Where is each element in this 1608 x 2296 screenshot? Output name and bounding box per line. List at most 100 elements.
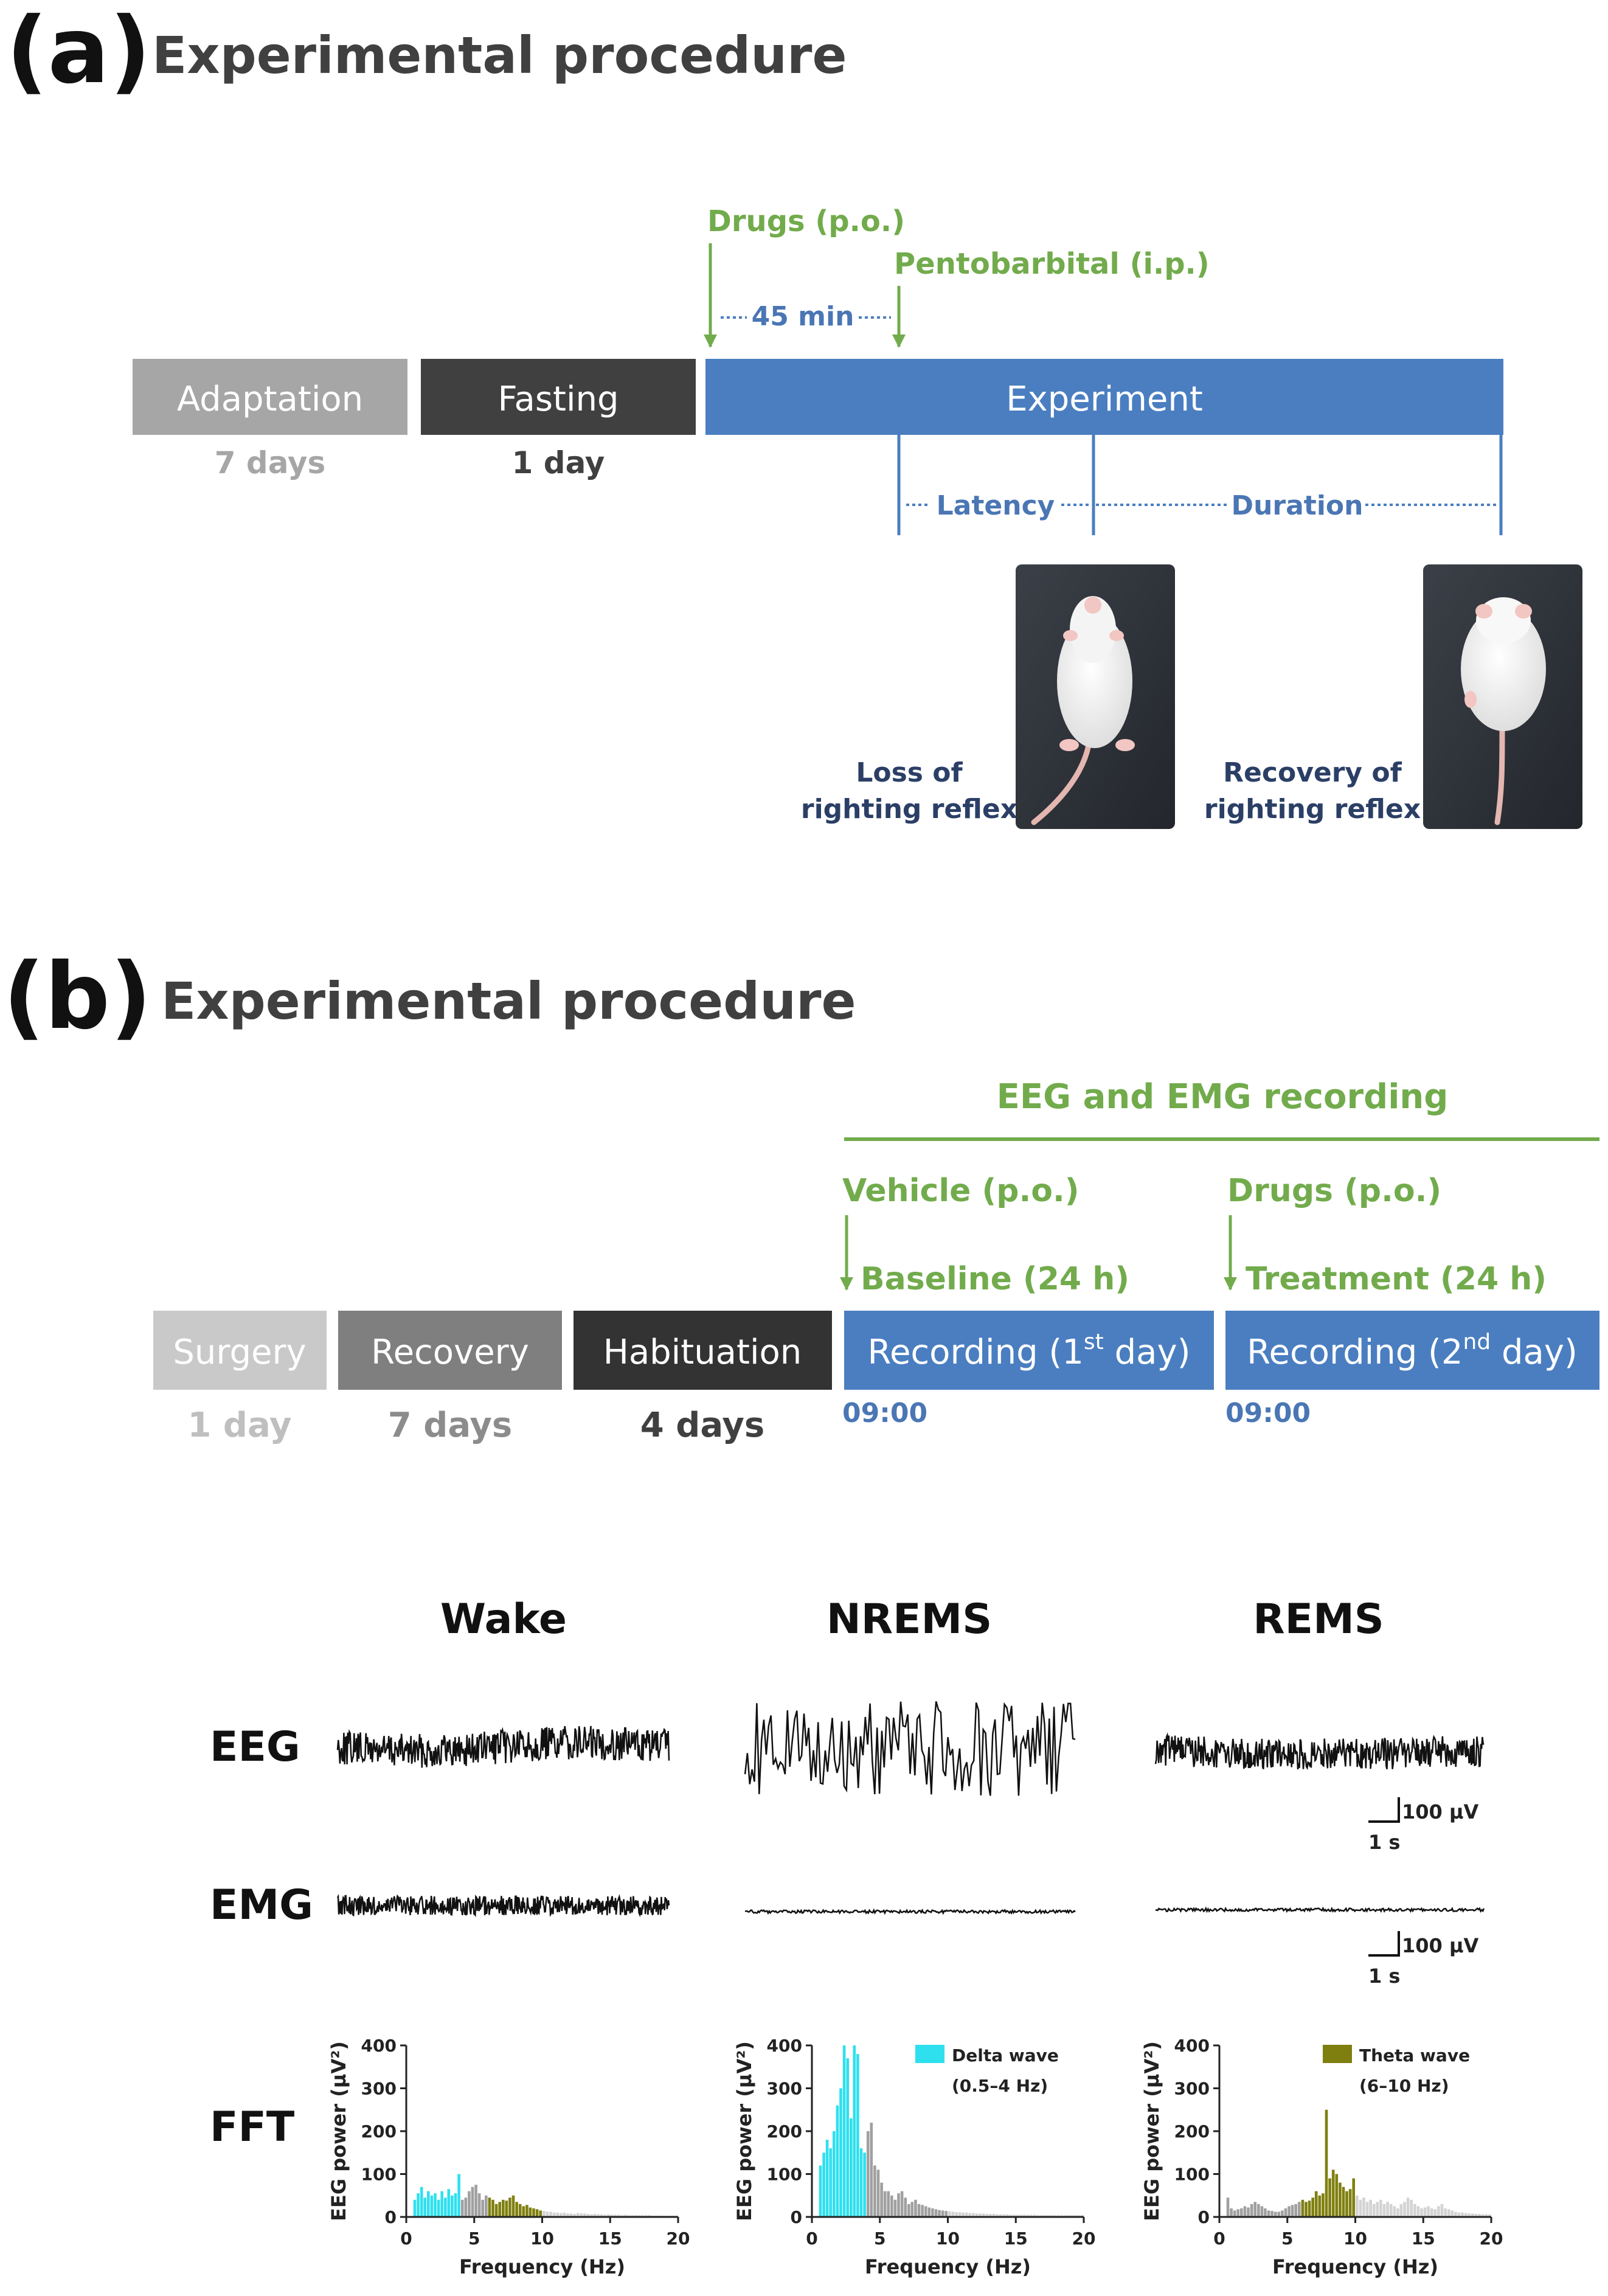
fft-bar bbox=[1019, 2214, 1022, 2217]
fft-bar bbox=[603, 2214, 607, 2217]
y-tick-label: 100 bbox=[361, 2165, 397, 2185]
fft-bar bbox=[982, 2213, 985, 2217]
eeg-traces bbox=[336, 1701, 1485, 1796]
mouse-prone-photo bbox=[1423, 564, 1582, 829]
emg-scale-time: 1 s bbox=[1368, 1965, 1400, 1988]
row-label-eeg: EEG bbox=[210, 1723, 300, 1771]
fft-bar bbox=[914, 2199, 917, 2217]
fft-bar bbox=[528, 2207, 532, 2217]
fft-bar bbox=[573, 2214, 576, 2217]
x-tick-label: 10 bbox=[1343, 2228, 1367, 2249]
fft-bar bbox=[1294, 2204, 1297, 2217]
fft-bar bbox=[1033, 2214, 1036, 2217]
fft-bar bbox=[522, 2206, 525, 2217]
y-tick-label: 300 bbox=[1174, 2079, 1210, 2099]
panel-b: (b) Experimental procedure EEG and EMG r… bbox=[3, 944, 1599, 2278]
x-axis-label: Frequency (Hz) bbox=[865, 2255, 1031, 2278]
fft-bar bbox=[917, 2204, 921, 2217]
fft-bar bbox=[1457, 2212, 1461, 2217]
fft-bar bbox=[1233, 2210, 1236, 2217]
fft-bar bbox=[1013, 2214, 1016, 2217]
treatment-label: Treatment (24 h) bbox=[1246, 1261, 1547, 1297]
surgery-box bbox=[153, 1311, 327, 1390]
fft-bar bbox=[853, 2045, 856, 2217]
y-axis-label: EEG power (μV²) bbox=[1140, 2041, 1163, 2221]
recording-day2-sup: nd bbox=[1463, 1330, 1491, 1354]
legend-sublabel: (6–10 Hz) bbox=[1359, 2076, 1449, 2096]
duration-label: Duration bbox=[1232, 490, 1364, 521]
panel-b-letter: (b) bbox=[3, 944, 151, 1050]
fft-bar bbox=[996, 2214, 999, 2217]
x-axis-label: Frequency (Hz) bbox=[459, 2255, 625, 2278]
fft-bar bbox=[979, 2213, 982, 2217]
fft-bar bbox=[1308, 2201, 1311, 2217]
drugs-label: Drugs (p.o.) bbox=[707, 204, 905, 238]
fft-bar bbox=[1318, 2195, 1322, 2218]
eeg-trace-rems bbox=[1154, 1732, 1485, 1771]
latency-label: Latency bbox=[937, 490, 1055, 521]
emg-scale-bar: 100 μV 1 s bbox=[1368, 1931, 1478, 1988]
fft-bar bbox=[985, 2214, 989, 2217]
fft-bar bbox=[1420, 2208, 1423, 2217]
fft-bar bbox=[477, 2193, 481, 2217]
fft-bar bbox=[434, 2193, 437, 2217]
x-tick-label: 20 bbox=[1072, 2228, 1096, 2249]
fft-bar bbox=[1461, 2212, 1464, 2217]
fft-bar bbox=[427, 2191, 430, 2217]
fft-bar bbox=[420, 2187, 423, 2217]
fft-bar bbox=[474, 2185, 477, 2217]
fft-bar bbox=[1450, 2210, 1454, 2217]
svg-text:Recording (2nd day): Recording (2nd day) bbox=[1247, 1330, 1578, 1372]
fft-bar bbox=[944, 2211, 948, 2217]
fft-bar bbox=[511, 2195, 515, 2218]
y-tick-label: 200 bbox=[361, 2121, 397, 2142]
fft-bar bbox=[1481, 2214, 1485, 2217]
fft-bar bbox=[1444, 2208, 1447, 2217]
fft-bar bbox=[508, 2197, 511, 2217]
fft-bar bbox=[566, 2213, 569, 2217]
fft-bar bbox=[1331, 2169, 1335, 2217]
fft-bar bbox=[481, 2199, 484, 2217]
fft-bar bbox=[556, 2212, 559, 2217]
experiment-box bbox=[705, 359, 1503, 435]
surgery-duration: 1 day bbox=[187, 1406, 291, 1445]
fft-bar bbox=[535, 2209, 539, 2217]
fft-bar bbox=[836, 2105, 839, 2217]
eeg-trace-nrems bbox=[744, 1701, 1076, 1796]
recovery-label: Recovery bbox=[371, 1333, 529, 1372]
experiment-label: Experiment bbox=[1006, 380, 1203, 419]
y-tick-label: 300 bbox=[767, 2079, 802, 2099]
fft-bar bbox=[1372, 2204, 1376, 2217]
fft-bar bbox=[417, 2193, 420, 2217]
eeg-trace-wake bbox=[336, 1725, 670, 1768]
recording-day1-label: Recording (1 bbox=[868, 1333, 1084, 1372]
recording-day2-label: Recording (2 bbox=[1247, 1333, 1463, 1372]
x-tick-label: 5 bbox=[1281, 2228, 1293, 2249]
fft-bar bbox=[833, 2131, 836, 2217]
fft-bar bbox=[505, 2201, 508, 2217]
fft-bar bbox=[451, 2195, 454, 2218]
state-header-rems: REMS bbox=[1253, 1595, 1384, 1643]
fft-bar bbox=[1253, 2202, 1256, 2217]
y-tick-label: 200 bbox=[767, 2121, 802, 2142]
fft-bar bbox=[494, 2204, 498, 2217]
fft-bar bbox=[1257, 2204, 1260, 2217]
fft-bar bbox=[430, 2195, 434, 2218]
fft-bar bbox=[413, 2199, 417, 2217]
fft-bar bbox=[590, 2214, 593, 2217]
fft-bar bbox=[444, 2197, 447, 2217]
fft-bar bbox=[1260, 2206, 1264, 2217]
fft-bar bbox=[1243, 2206, 1247, 2217]
fft-bar bbox=[1281, 2210, 1284, 2217]
x-tick-label: 20 bbox=[1480, 2228, 1503, 2249]
recording-day1-suffix: day) bbox=[1104, 1333, 1191, 1372]
fft-bar bbox=[1468, 2213, 1471, 2217]
fft-bar bbox=[580, 2213, 583, 2217]
fft-bar bbox=[1287, 2206, 1291, 2217]
fft-bar bbox=[593, 2214, 597, 2217]
fft-bar bbox=[1406, 2197, 1410, 2217]
fft-bar bbox=[822, 2152, 825, 2218]
x-tick-label: 20 bbox=[667, 2228, 690, 2249]
pentobarbital-label: Pentobarbital (i.p.) bbox=[894, 247, 1210, 281]
